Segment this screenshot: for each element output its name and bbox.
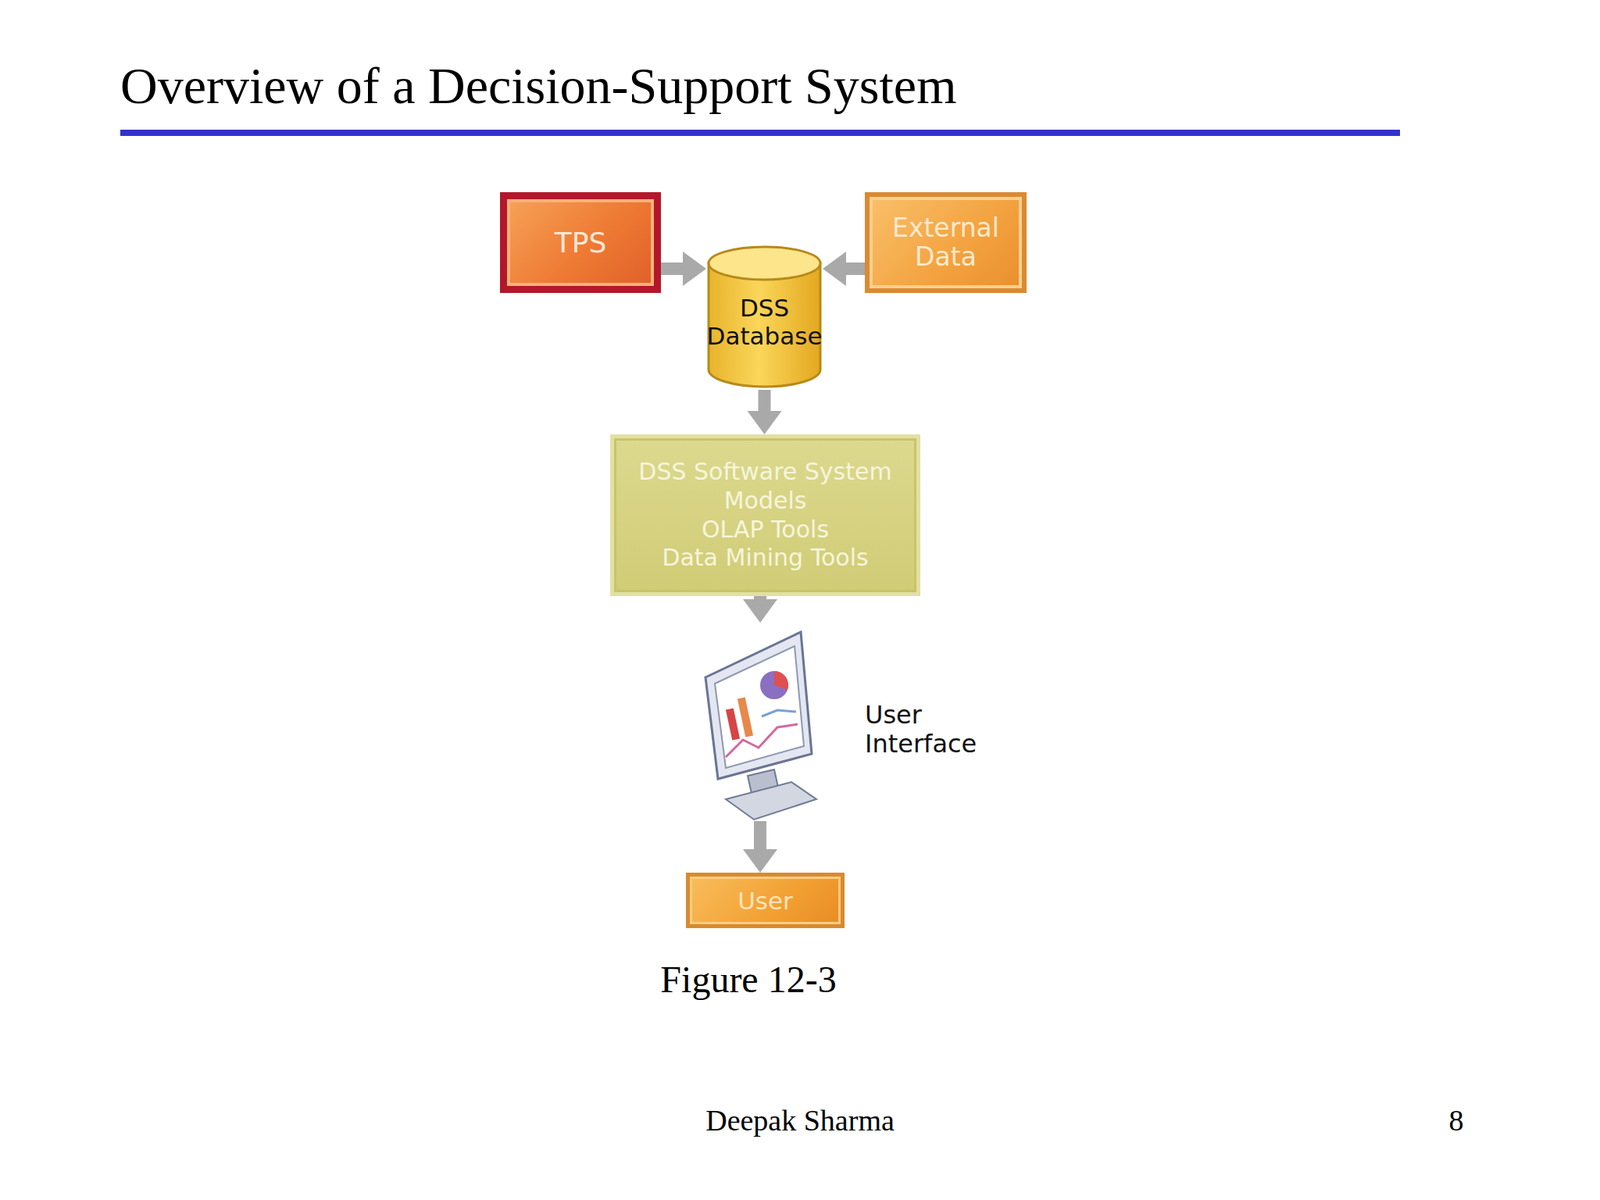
component-label: User Interface (864, 700, 1014, 759)
chart-line (761, 710, 797, 717)
flow-arrow (660, 251, 707, 286)
software-box: DSS Software SystemModelsOLAP ToolsData … (610, 434, 921, 597)
monitor-illustration (699, 622, 822, 822)
monitor-node: User Interface (699, 622, 822, 822)
arrow-shaft (753, 596, 767, 601)
monitor-frame (705, 632, 812, 779)
node-text: Models (724, 486, 808, 516)
source-box: TPS (500, 192, 661, 293)
node-text: User (737, 886, 793, 915)
figure-caption: Figure 12-3 (592, 957, 905, 1001)
monitor-base (725, 782, 817, 820)
arrow-parts (742, 849, 778, 873)
node-text: Data Mining Tools (661, 543, 868, 573)
arrow-head (682, 251, 707, 286)
arrow-head (822, 251, 847, 286)
title-rule (120, 129, 1400, 136)
arrow-parts (682, 251, 707, 286)
chart-bar (737, 697, 754, 738)
arrow-parts (747, 410, 783, 435)
page-number: 8 (1440, 1103, 1472, 1138)
arrow-head (747, 410, 783, 435)
database-cylinder: DSS Database (706, 244, 823, 390)
node-text: External Data (869, 214, 1022, 272)
arrow-shaft (660, 262, 685, 275)
flow-arrow (742, 596, 778, 623)
chart-pie-slice (774, 671, 789, 690)
footer-author: Deepak Sharma (703, 1103, 897, 1138)
chart-pie (760, 671, 789, 700)
node-text: OLAP Tools (701, 515, 829, 545)
slide-title: Overview of a Decision-Support System (120, 56, 957, 116)
flow-arrow (747, 389, 783, 435)
flow-arrow (822, 251, 865, 286)
node-text: DSS Software System (638, 457, 892, 487)
cylinder-top (708, 246, 821, 280)
arrow-parts (742, 599, 778, 623)
chart-bar (725, 707, 740, 740)
arrow-head (742, 599, 778, 623)
node-text: DSS Database (706, 294, 823, 350)
monitor-screen (714, 646, 804, 768)
arrow-shaft (844, 262, 865, 275)
arrow-parts (822, 251, 847, 286)
node-text: TPS (554, 226, 608, 259)
arrow-shaft (758, 389, 772, 413)
arrow-shaft (753, 821, 767, 851)
arrow-head (742, 849, 778, 873)
chart-line (725, 724, 798, 758)
flow-arrow (742, 821, 778, 873)
user-box: User (685, 872, 845, 929)
source-box: External Data (864, 192, 1027, 293)
